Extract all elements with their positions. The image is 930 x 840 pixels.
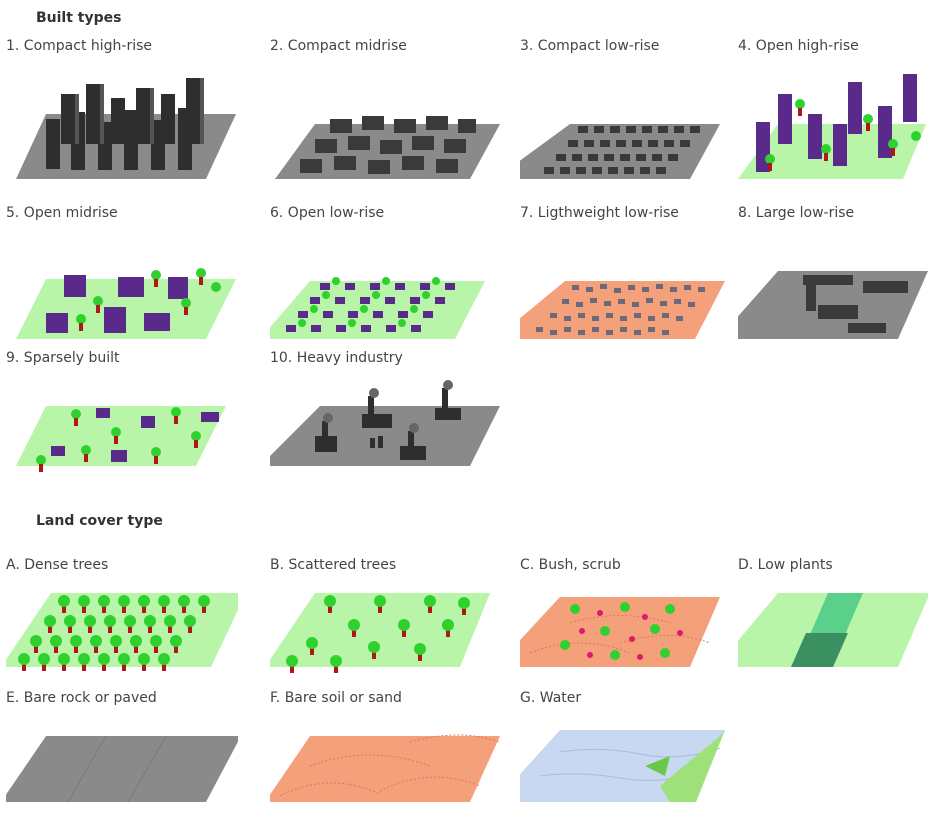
open-high-rise-illustration <box>738 74 926 179</box>
cell-compact-low-rise: 3. Compact low-rise <box>520 38 752 188</box>
label-scattered-trees: B. Scattered trees <box>270 557 397 573</box>
label-dense-trees: A. Dense trees <box>6 557 109 573</box>
cell-open-low-rise: 6. Open low-rise <box>270 205 502 355</box>
label-bush-scrub: C. Bush, scrub <box>520 557 621 573</box>
cell-bare-rock-or-paved: E. Bare rock or paved <box>6 690 238 840</box>
label-compact-midrise: 2. Compact midrise <box>270 38 407 54</box>
heavy-industry-illustration <box>270 380 500 466</box>
built-types-title: Built types <box>36 10 122 26</box>
compact-midrise-illustration <box>275 116 500 179</box>
label-compact-low-rise: 3. Compact low-rise <box>520 38 660 54</box>
cell-low-plants: D. Low plants <box>738 557 930 707</box>
cell-lightweight-low-rise: 7. Ligthweight low-rise <box>520 205 752 355</box>
label-sparsely-built: 9. Sparsely built <box>6 350 120 366</box>
label-open-midrise: 5. Open midrise <box>6 205 118 221</box>
cell-bare-soil-or-sand: F. Bare soil or sand <box>270 690 502 840</box>
compact-high-rise-illustration <box>16 78 236 179</box>
open-low-rise-illustration <box>270 277 485 339</box>
label-water: G. Water <box>520 690 582 706</box>
land-cover-title: Land cover type <box>36 513 163 529</box>
sparsely-built-illustration <box>16 406 226 472</box>
dense-trees-illustration <box>6 593 238 671</box>
lightweight-low-rise-illustration <box>520 281 725 339</box>
label-heavy-industry: 10. Heavy industry <box>270 350 403 366</box>
cell-water: G. Water <box>520 690 752 840</box>
cell-scattered-trees: B. Scattered trees <box>270 557 502 707</box>
label-lightweight-low-rise: 7. Ligthweight low-rise <box>520 205 679 221</box>
label-large-low-rise: 8. Large low-rise <box>738 205 855 221</box>
scattered-trees-illustration <box>270 593 490 673</box>
cell-sparsely-built: 9. Sparsely built <box>6 350 238 500</box>
water-illustration <box>520 730 725 802</box>
bare-rock-or-paved-illustration <box>6 735 238 803</box>
open-midrise-illustration <box>16 268 236 339</box>
label-open-high-rise: 4. Open high-rise <box>738 38 859 54</box>
compact-low-rise-illustration <box>520 124 720 179</box>
label-bare-rock-or-paved: E. Bare rock or paved <box>6 690 157 706</box>
label-low-plants: D. Low plants <box>738 557 833 573</box>
label-bare-soil-or-sand: F. Bare soil or sand <box>270 690 402 706</box>
label-compact-high-rise: 1. Compact high-rise <box>6 38 153 54</box>
cell-heavy-industry: 10. Heavy industry <box>270 350 502 500</box>
low-plants-illustration <box>738 593 928 667</box>
cell-bush-scrub: C. Bush, scrub <box>520 557 752 707</box>
bush-scrub-illustration <box>520 597 720 667</box>
cell-compact-midrise: 2. Compact midrise <box>270 38 502 188</box>
cell-compact-high-rise: 1. Compact high-rise <box>6 38 238 188</box>
cell-dense-trees: A. Dense trees <box>6 557 238 707</box>
cell-large-low-rise: 8. Large low-rise <box>738 205 930 355</box>
cell-open-high-rise: 4. Open high-rise <box>738 38 930 188</box>
label-open-low-rise: 6. Open low-rise <box>270 205 385 221</box>
cell-open-midrise: 5. Open midrise <box>6 205 238 355</box>
large-low-rise-illustration <box>738 271 928 339</box>
bare-soil-or-sand-illustration <box>270 734 501 802</box>
